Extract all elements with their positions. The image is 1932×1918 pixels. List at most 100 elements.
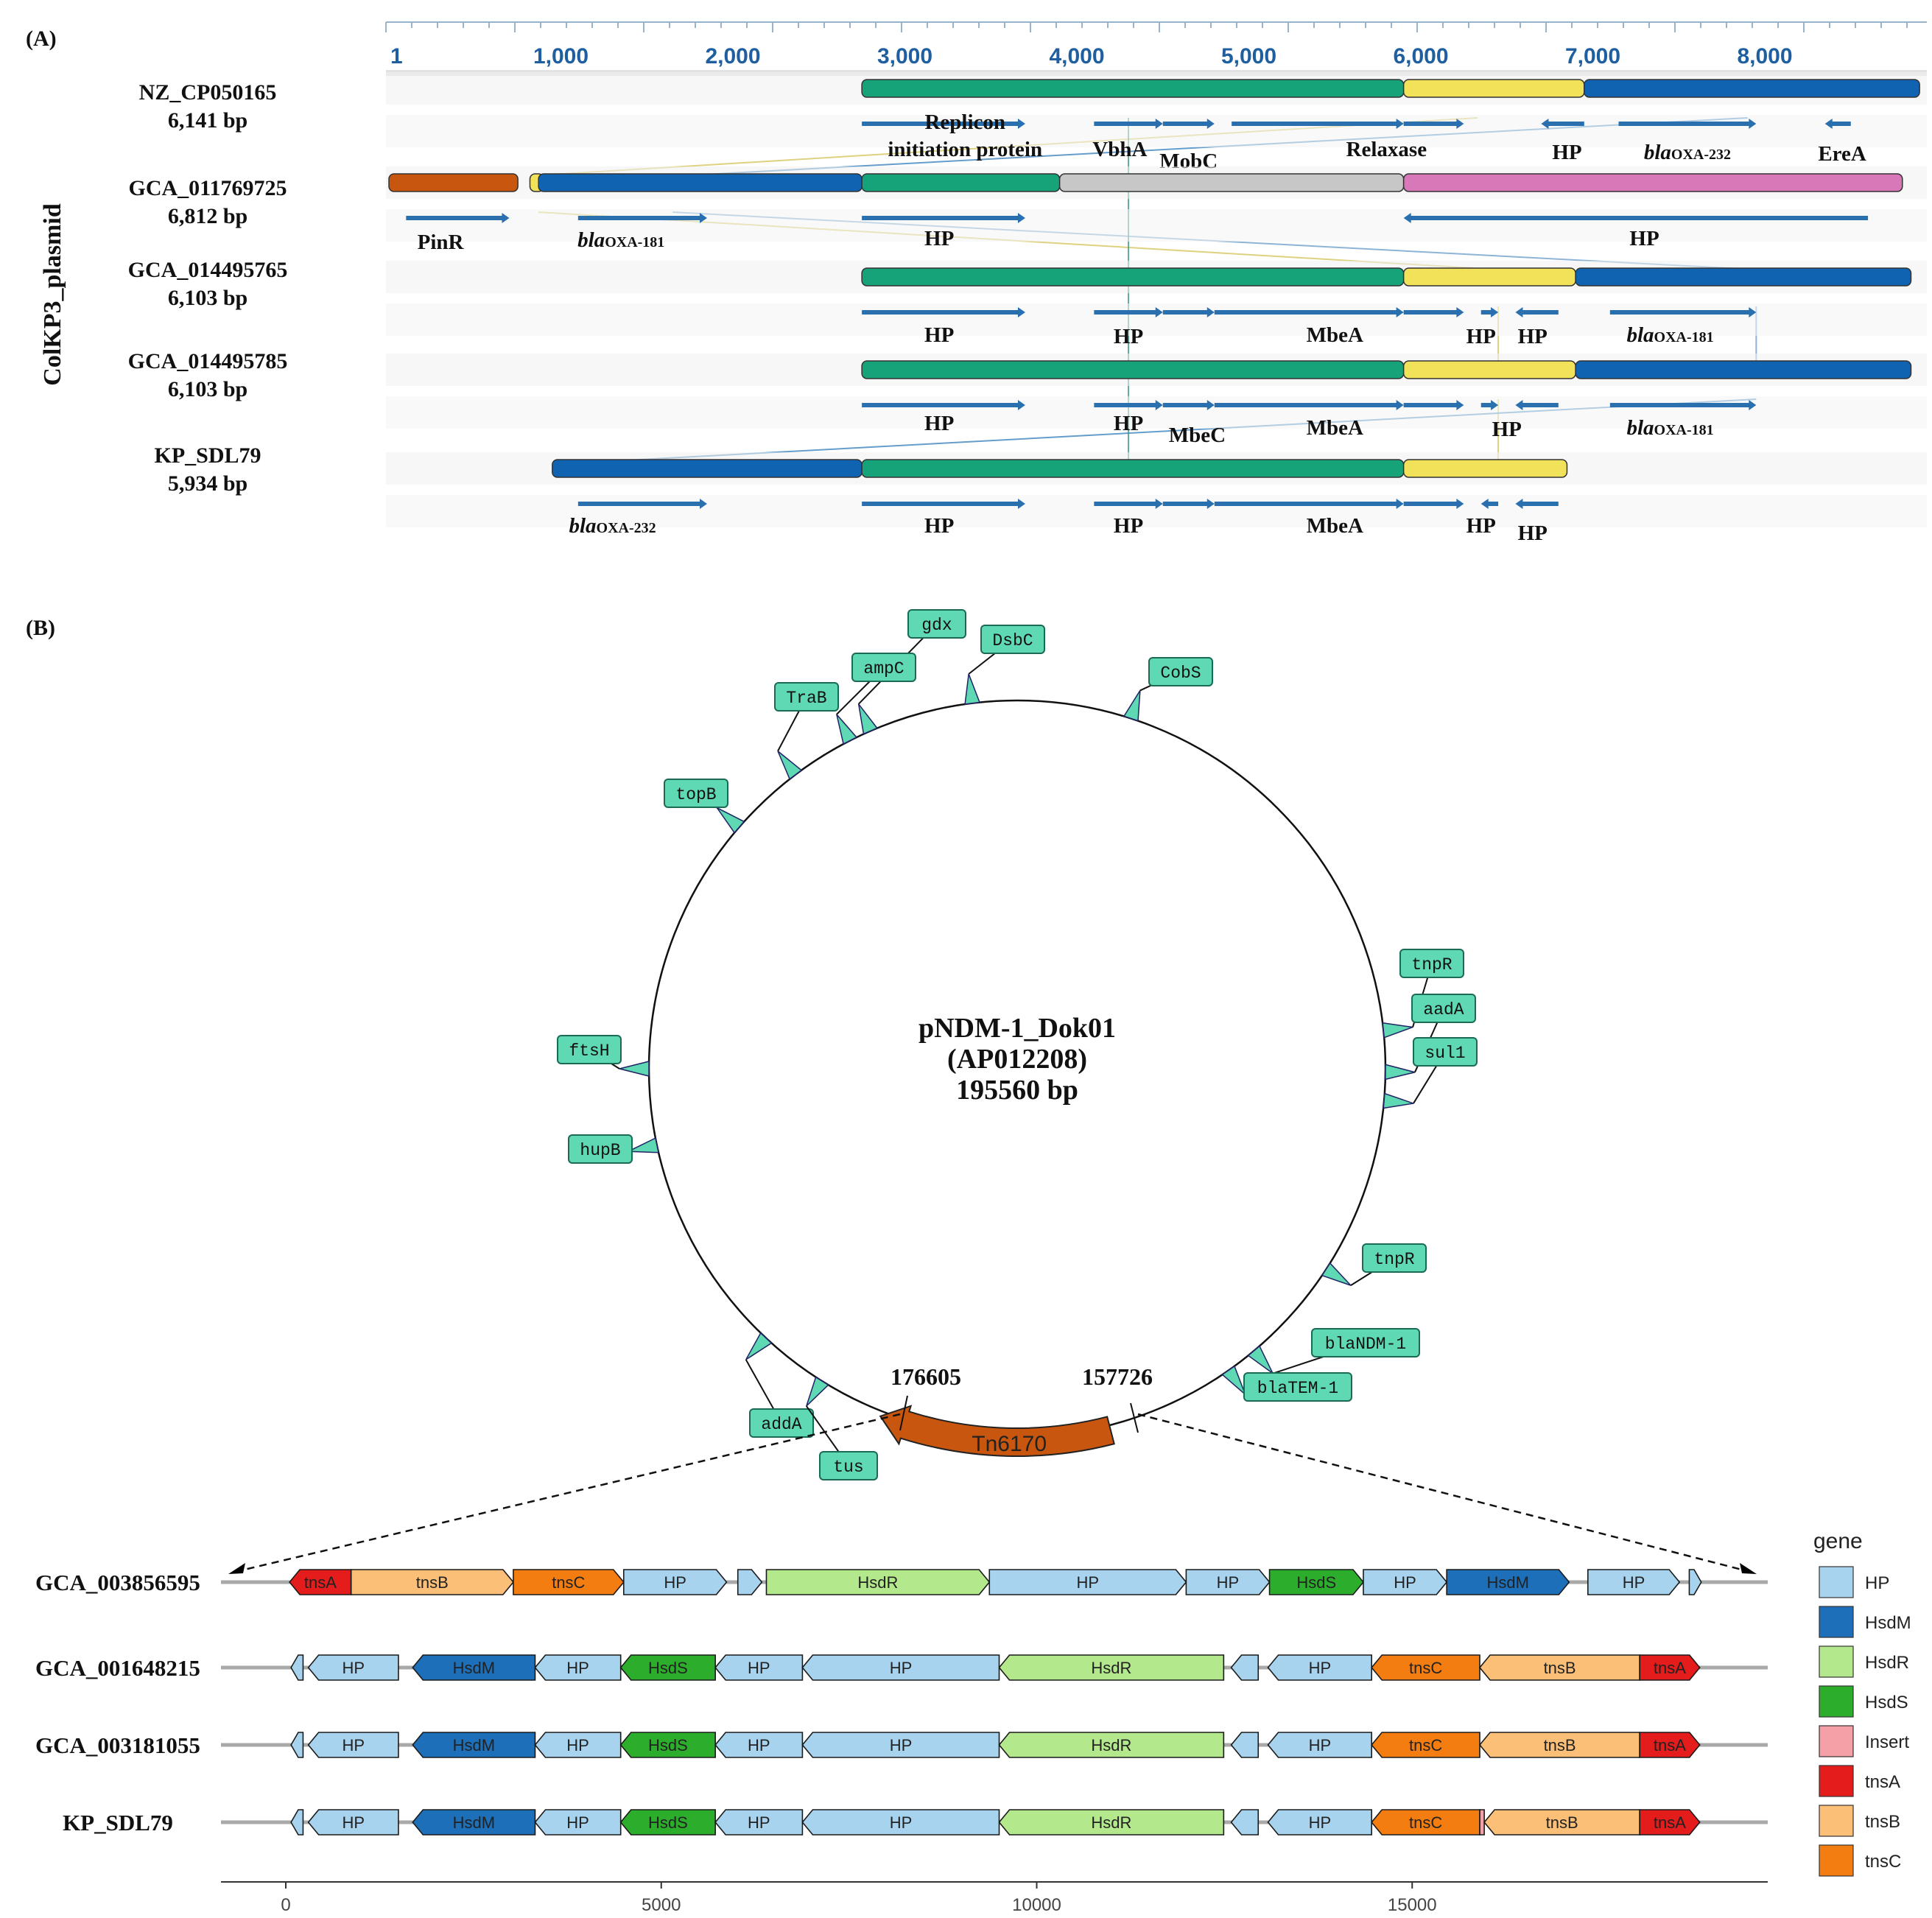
gene-label: tnsA bbox=[304, 1573, 337, 1592]
gene-arrow bbox=[577, 213, 707, 223]
feature-label: blaTEM-1 bbox=[1257, 1379, 1338, 1398]
feature-label-box bbox=[557, 1035, 622, 1064]
gene-arrow bbox=[1480, 307, 1499, 317]
tn-start-coordinate: 176605 bbox=[891, 1363, 961, 1390]
gene-arrow bbox=[1214, 400, 1404, 410]
gene-arrow bbox=[1094, 400, 1163, 410]
gene-label: tnsA bbox=[1654, 1736, 1686, 1754]
sequence-block bbox=[388, 173, 519, 192]
gene-label: tnsC bbox=[552, 1573, 585, 1592]
gene-label: MbeA bbox=[1307, 416, 1363, 440]
gene-arrow bbox=[1618, 119, 1757, 129]
gene-arrow-HP bbox=[801, 1654, 1000, 1681]
track-name: GCA_014495765 bbox=[128, 258, 288, 282]
feature-label-box bbox=[851, 653, 916, 682]
gene-arrow-HP bbox=[290, 1654, 304, 1681]
genome-name: GCA_003181055 bbox=[35, 1732, 200, 1758]
gene-arrow-HsdM bbox=[412, 1654, 536, 1681]
gene-label: HP bbox=[1466, 325, 1496, 348]
gene-label: blaOXA-181 bbox=[1626, 416, 1713, 440]
gene-label-italic: bla bbox=[577, 228, 605, 252]
legend-swatch bbox=[1819, 1725, 1854, 1757]
gene-label: tnsC bbox=[1409, 1736, 1442, 1754]
gene-arrow-tnsC bbox=[513, 1569, 625, 1595]
gene-arrow bbox=[1515, 307, 1559, 317]
feature-label: gdx bbox=[921, 616, 952, 635]
gene-arrow-HP bbox=[714, 1732, 804, 1758]
feature-label-box bbox=[1399, 949, 1464, 978]
gene-arrow bbox=[862, 499, 1025, 509]
feature-glyph bbox=[777, 751, 803, 780]
feature-glyph bbox=[836, 714, 858, 745]
ruler-tick-label: 3,000 bbox=[877, 44, 932, 68]
genome-name: GCA_003856595 bbox=[35, 1570, 200, 1595]
gene-arrow bbox=[1094, 119, 1163, 129]
gene-label: Replicon bbox=[924, 110, 1005, 134]
gene-label: HP bbox=[748, 1813, 770, 1832]
plasmid-circular-map: pNDM-1_Dok01 (AP012208) 195560 bp Tn6170… bbox=[228, 609, 1757, 1574]
gene-arrow-HsdR bbox=[998, 1809, 1225, 1836]
track-size: 5,934 bp bbox=[168, 471, 247, 496]
gene-label: tnsB bbox=[416, 1573, 449, 1592]
sequence-block bbox=[861, 173, 1061, 192]
gene-label: HsdR bbox=[1091, 1736, 1131, 1754]
feature-glyph bbox=[1247, 1345, 1274, 1374]
legend-title: gene bbox=[1813, 1529, 1863, 1553]
gene-arrow bbox=[1403, 400, 1464, 410]
gene-arrow-tnsB bbox=[350, 1569, 514, 1595]
gene-arrow bbox=[406, 213, 510, 223]
gene-arrow bbox=[862, 213, 1025, 223]
gene-label: HP bbox=[1492, 418, 1522, 441]
sequence-block bbox=[1584, 79, 1920, 98]
legend-swatch bbox=[1819, 1645, 1854, 1678]
gene-label: EreA bbox=[1818, 142, 1866, 166]
gene-label: VbhA bbox=[1092, 138, 1147, 161]
feature-label-box bbox=[1413, 1037, 1478, 1067]
ruler-tick-label: 5,000 bbox=[1221, 44, 1276, 68]
feature-label-box bbox=[749, 1408, 814, 1438]
gene-label: HP bbox=[566, 1659, 589, 1677]
track-size: 6,141 bp bbox=[168, 108, 247, 133]
sequence-block bbox=[861, 360, 1405, 379]
plasmid-size: 195560 bp bbox=[956, 1075, 1078, 1106]
gene-label: PinR bbox=[418, 231, 465, 254]
sequence-block bbox=[1058, 173, 1405, 192]
gene-arrow-HP bbox=[534, 1654, 622, 1681]
tn-end-coordinate: 157726 bbox=[1082, 1363, 1153, 1390]
gene-arrow bbox=[1403, 499, 1464, 509]
feature-glyph bbox=[857, 703, 878, 735]
gene-label: tnsA bbox=[1654, 1659, 1686, 1677]
gene-label: HP bbox=[342, 1813, 365, 1832]
gene-arrow-HP bbox=[1587, 1569, 1681, 1595]
gene-arrow-HsdR bbox=[765, 1569, 991, 1595]
feature-glyph bbox=[1382, 1022, 1413, 1039]
gene-label-subscript: OXA-181 bbox=[1654, 422, 1714, 438]
gene-label: HP bbox=[890, 1659, 913, 1677]
track-size: 6,103 bp bbox=[168, 286, 247, 310]
gene-label-subscript: OXA-181 bbox=[605, 234, 664, 250]
linear-gene-map: GCA_003856595 tnsA tnsB tnsC HP HsdR HP HP HsdS H… bbox=[35, 1529, 1911, 1915]
feature-label-box bbox=[819, 1451, 878, 1480]
gene-arrow-HP bbox=[1267, 1732, 1372, 1758]
plasmid-accession: (AP012208) bbox=[947, 1044, 1087, 1075]
gene-arrow bbox=[862, 307, 1025, 317]
ruler-tick-label: 1,000 bbox=[533, 44, 589, 68]
feature-label: sul1 bbox=[1425, 1044, 1465, 1063]
gene-arrow bbox=[1162, 119, 1215, 129]
gene-arrow-HP bbox=[1363, 1569, 1448, 1595]
x-axis-tick-label: 0 bbox=[281, 1895, 290, 1915]
gene-label: MbeC bbox=[1169, 424, 1226, 447]
panel-a-label: (A) bbox=[26, 27, 57, 51]
track-size: 6,103 bp bbox=[168, 377, 247, 401]
gene-arrow-HsdM bbox=[1446, 1569, 1570, 1595]
legend-swatch bbox=[1819, 1805, 1854, 1837]
gene-label: blaOXA-232 bbox=[1644, 141, 1731, 164]
gene-label: HP bbox=[1394, 1573, 1416, 1592]
gene-label: HP bbox=[924, 514, 954, 538]
gene-label-italic: bla bbox=[1644, 141, 1671, 164]
legend-label: HsdS bbox=[1865, 1693, 1908, 1712]
gene-label: HP bbox=[1309, 1813, 1332, 1832]
gene-arrow-HsdS bbox=[619, 1732, 716, 1758]
gene-label: HP bbox=[1114, 325, 1143, 348]
sequence-block bbox=[1575, 360, 1912, 379]
